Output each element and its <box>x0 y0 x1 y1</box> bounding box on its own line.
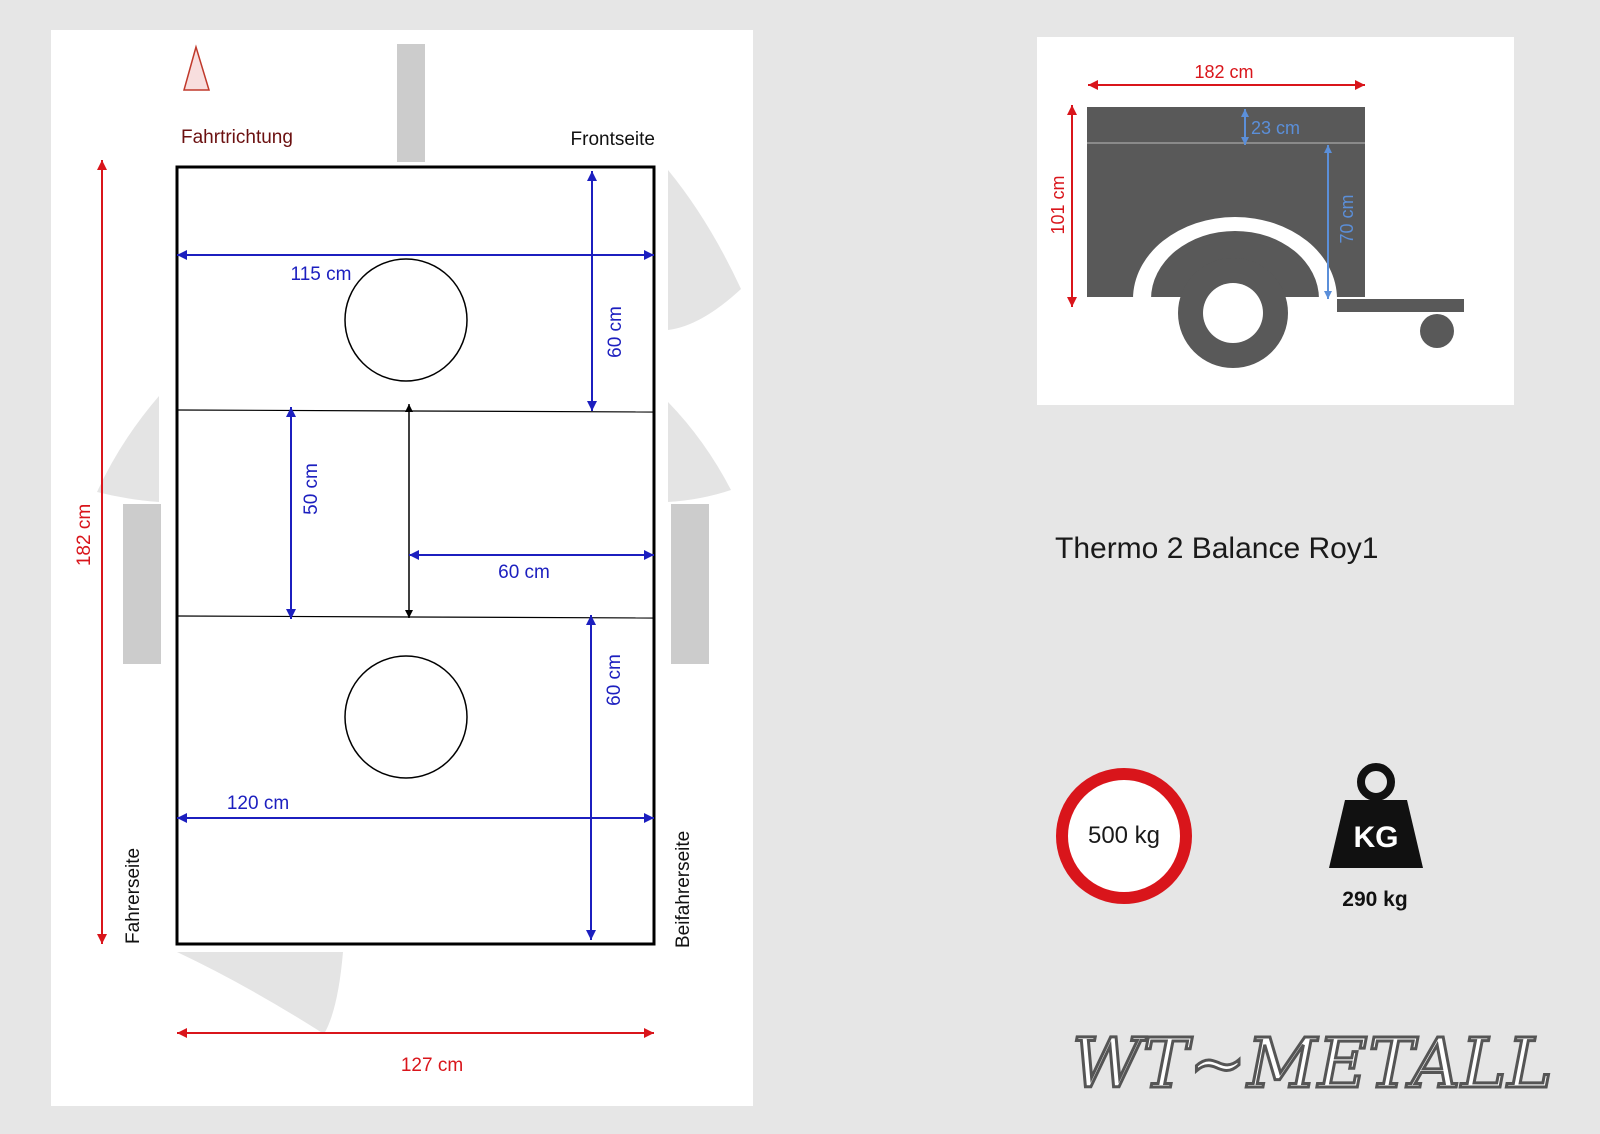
left-door-swing-shape <box>97 396 159 502</box>
front-label: Frontseite <box>571 129 655 150</box>
outer-width-label: 127 cm <box>401 1055 463 1076</box>
section-line-front <box>176 409 655 413</box>
side-height-label: 101 cm <box>1048 175 1068 234</box>
body-height-dimension <box>1324 145 1332 299</box>
center-span-dimension <box>405 404 413 618</box>
wheel-hub <box>1203 283 1263 343</box>
fender-gap-right <box>1319 299 1337 329</box>
front-section-label: 60 cm <box>605 306 626 358</box>
weight-icon-text: KG <box>1354 821 1399 854</box>
middle-section-label: 50 cm <box>301 463 322 515</box>
side-length-dimension <box>1088 80 1365 90</box>
jockey-wheel-shape <box>1420 314 1454 348</box>
brand-logo: WT~METALL <box>1071 1024 1555 1106</box>
half-width-label: 60 cm <box>498 562 550 583</box>
drawbar-shape <box>397 44 425 162</box>
max-load-sign: 500 kg <box>1056 768 1192 904</box>
inner-width-bottom-label: 120 cm <box>227 793 289 814</box>
left-fender-shape <box>123 504 161 664</box>
half-width-dimension <box>409 550 654 560</box>
inner-width-top-dimension <box>177 250 654 260</box>
length-label: 182 cm <box>74 504 95 566</box>
direction-label: Fahrtrichtung <box>181 127 293 148</box>
lid-height-dimension <box>1241 109 1249 145</box>
passenger-side-label: Beifahrerseite <box>673 831 694 948</box>
front-door-swing-shape <box>668 170 741 330</box>
rear-section-dimension <box>586 615 596 940</box>
rear-wheel-well <box>344 655 468 779</box>
front-section-dimension <box>587 171 597 411</box>
body-height-label: 70 cm <box>1337 194 1357 243</box>
length-dimension <box>97 160 107 944</box>
max-load-value: 500 kg <box>1087 822 1161 849</box>
section-line-rear <box>176 615 655 619</box>
direction-arrow-icon <box>183 44 211 91</box>
fender-gap <box>1133 299 1151 329</box>
floor-plan-panel: 182 cm 127 cm 115 cm 60 cm 50 cm <box>51 30 753 1106</box>
middle-section-dimension <box>286 407 296 619</box>
side-length-label: 182 cm <box>1194 62 1253 82</box>
rear-door-swing-shape <box>177 952 343 1034</box>
outer-width-dimension <box>177 1028 654 1038</box>
right-fender-shape <box>671 504 709 664</box>
driver-side-label: Fahrerseite <box>123 848 144 944</box>
lid-height-label: 23 cm <box>1251 118 1300 138</box>
side-view-panel: 182 cm 101 cm 23 cm 70 cm <box>1037 37 1514 405</box>
inner-width-bottom-dimension <box>177 813 654 823</box>
side-view-diagram: 182 cm 101 cm 23 cm 70 cm <box>1048 62 1464 368</box>
side-drawbar-shape <box>1322 299 1464 312</box>
model-name: Thermo 2 Balance Roy1 <box>1055 532 1379 565</box>
weight-kg-icon: KG <box>1329 763 1423 868</box>
front-wheel-well <box>344 258 468 382</box>
floor-plan-diagram: 182 cm 127 cm 115 cm 60 cm 50 cm <box>74 44 741 1076</box>
empty-weight: 290 kg <box>1342 888 1408 911</box>
fender-arch <box>1133 217 1337 299</box>
right-door-swing-shape <box>668 402 731 502</box>
side-height-dimension <box>1067 105 1077 307</box>
rear-section-label: 60 cm <box>604 654 625 706</box>
inner-width-top-label: 115 cm <box>291 264 352 285</box>
